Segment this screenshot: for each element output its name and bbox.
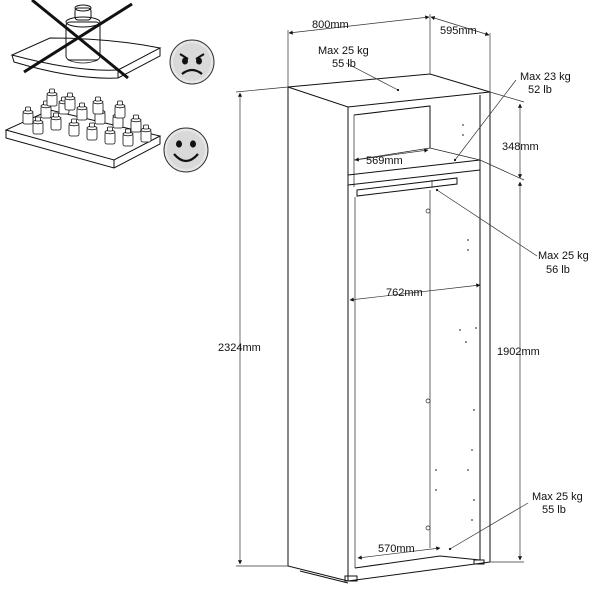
screw-hole <box>467 249 469 251</box>
lower-compartment-height-label: 1902mm <box>497 346 540 358</box>
screw-hole <box>465 341 467 343</box>
small-weight-icon <box>32 116 44 135</box>
small-weight-icon <box>114 100 126 119</box>
screw-hole <box>462 134 464 136</box>
small-weight-icon <box>22 106 34 125</box>
depth-label: 595mm <box>440 25 477 37</box>
screw-hole <box>435 489 437 491</box>
shelf-depth-label: 569mm <box>366 155 403 167</box>
small-weight-icon <box>122 128 134 147</box>
load-leaders <box>345 62 538 551</box>
screw-hole <box>467 239 469 241</box>
small-weight-icon <box>68 118 80 137</box>
bad-load-illustration <box>10 0 215 85</box>
height-label: 2324mm <box>218 342 261 354</box>
rail-load-lb-label: 56 lb <box>546 264 570 276</box>
good-load-illustration <box>4 88 209 173</box>
sad-face-icon <box>169 39 215 85</box>
top-load-lb-label: 55 lb <box>332 58 356 70</box>
width-label: 800mm <box>312 19 349 31</box>
happy-face-icon <box>163 127 209 173</box>
screw-hole <box>473 409 475 411</box>
small-weight-icon <box>64 92 76 111</box>
shelf-load-lb-label: 52 lb <box>528 84 552 96</box>
screw-hole <box>462 124 464 126</box>
rail-load-kg-label: Max 25 kg <box>538 250 589 262</box>
small-weight-icon <box>76 102 88 121</box>
small-weight-icon <box>130 114 142 133</box>
screw-hole <box>459 329 461 331</box>
wardrobe-cabinet <box>287 73 491 584</box>
top-load-kg-label: Max 25 kg <box>318 45 369 57</box>
small-weight-icon <box>50 112 62 131</box>
rail-width-label: 762mm <box>386 287 423 299</box>
small-weight-icon <box>104 126 116 145</box>
shelf-load-kg-label: Max 23 kg <box>520 71 571 83</box>
bottom-load-kg-label: Max 25 kg <box>532 491 583 503</box>
small-weight-icon <box>46 88 58 107</box>
bottom-depth-label: 570mm <box>378 543 415 555</box>
screw-hole <box>467 469 469 471</box>
top-compartment-height-label: 348mm <box>502 141 539 153</box>
cross-mark-icon <box>23 0 133 80</box>
screw-hole <box>471 519 473 521</box>
small-weight-icon <box>86 122 98 141</box>
small-weight-icon <box>92 96 104 115</box>
bottom-load-lb-label: 55 lb <box>542 504 566 516</box>
dimension-lines <box>235 14 525 567</box>
screw-hole <box>435 469 437 471</box>
screw-hole <box>471 449 473 451</box>
heavy-weight-icon <box>65 4 101 64</box>
screw-hole <box>475 327 477 329</box>
screw-hole <box>473 499 475 501</box>
small-weight-icon <box>140 124 152 143</box>
